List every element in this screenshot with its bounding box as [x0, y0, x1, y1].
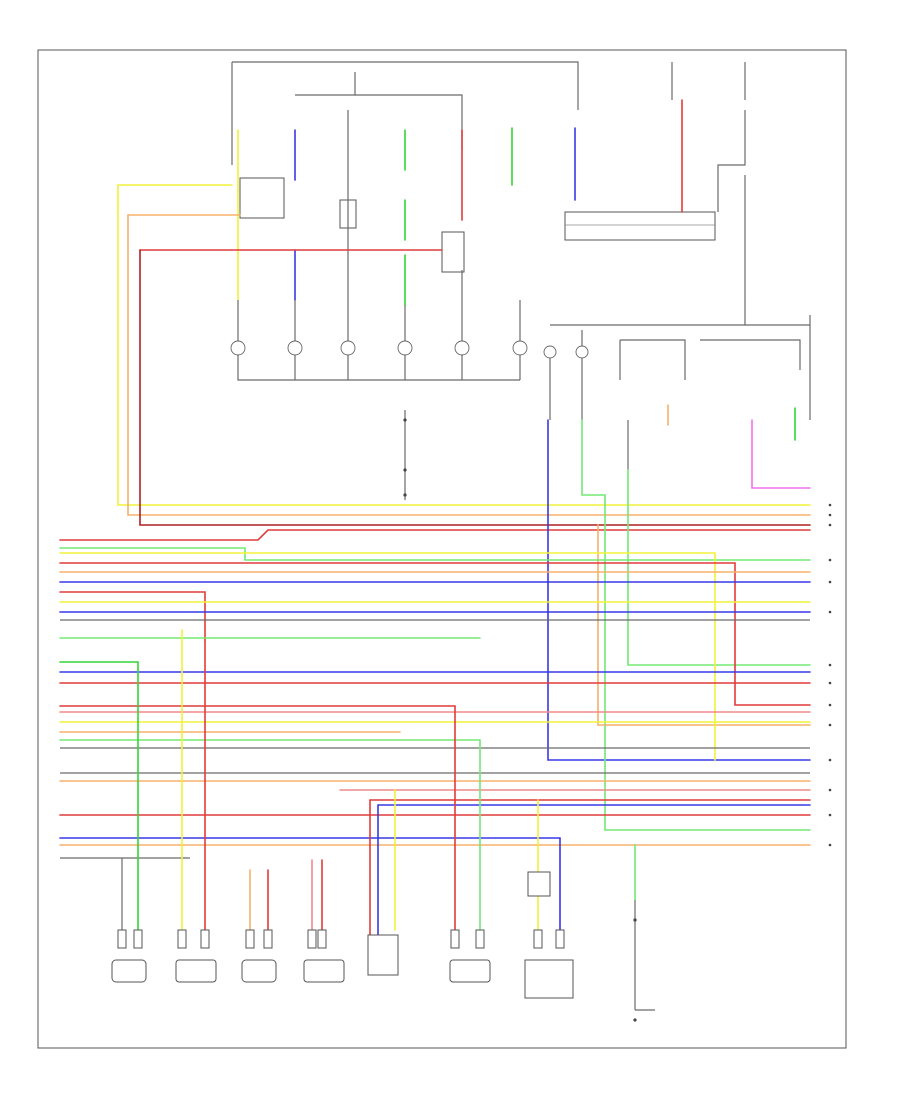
lamp-2: [287, 340, 303, 356]
lamp-8: [575, 345, 589, 359]
control-module-section: [543, 62, 811, 489]
connector-pins: [117, 929, 565, 949]
control-module-box: [564, 211, 716, 241]
diagram-border: [37, 49, 847, 1049]
sensor-1: [111, 959, 147, 983]
lamp-3: [340, 340, 356, 356]
sensor-5: [367, 934, 399, 976]
lamp-4: [397, 340, 413, 356]
sensor-7: [524, 959, 574, 999]
lamp-6: [512, 340, 528, 356]
lamp-1: [230, 340, 246, 356]
main-harness: [59, 184, 811, 859]
lamp-5: [454, 340, 470, 356]
sensor-2: [175, 959, 217, 983]
lighting-section: [117, 61, 579, 500]
sensor-section: [111, 629, 655, 1022]
lamp-7: [543, 345, 557, 359]
sensor-6: [449, 959, 491, 983]
right-edge-terminals: [828, 503, 832, 847]
relay-block-1: [239, 177, 285, 219]
sensor-3: [241, 959, 277, 983]
sensor-relay: [527, 871, 551, 897]
relay-block-3: [441, 231, 465, 273]
sensor-4: [303, 959, 345, 983]
